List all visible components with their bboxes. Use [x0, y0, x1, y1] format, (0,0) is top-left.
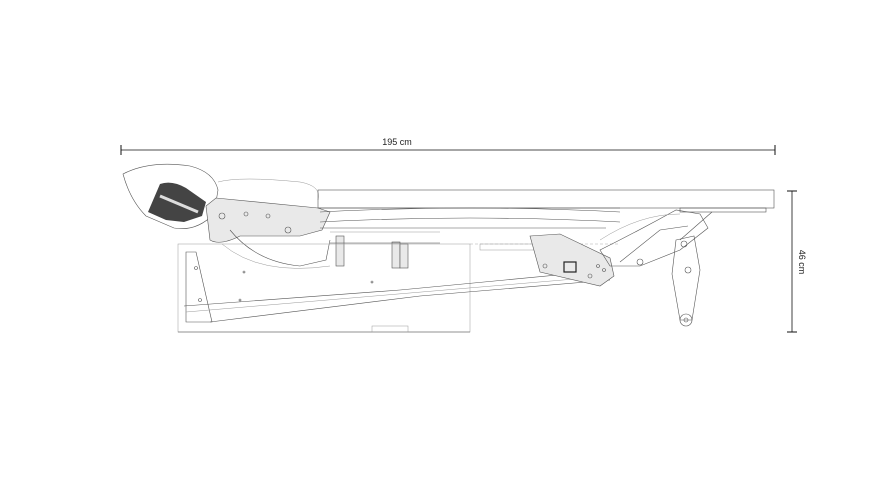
front-leg — [671, 211, 713, 327]
mattress-platform — [317, 189, 775, 233]
width-dimension: 195 cm — [120, 137, 776, 155]
front-arm-linkage — [599, 209, 709, 267]
middle-supports — [330, 235, 440, 269]
headrest-cushion — [122, 163, 319, 229]
diagonal-linkage — [183, 269, 611, 323]
height-dimension-label: 46 cm — [797, 250, 807, 275]
base-box — [177, 243, 471, 333]
front-mechanism-plate — [529, 233, 615, 287]
height-dimension: 46 cm — [787, 190, 807, 333]
back-frame — [205, 197, 331, 269]
width-dimension-label: 195 cm — [382, 137, 412, 147]
